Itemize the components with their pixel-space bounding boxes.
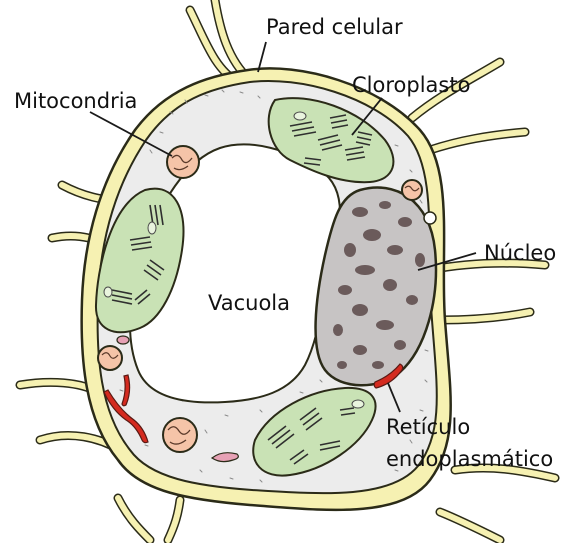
mitochondrion-bottom xyxy=(163,418,197,452)
label-chloroplast: Cloroplasto xyxy=(352,73,470,97)
mitochondrion-right xyxy=(402,180,422,200)
mitochondrion-left xyxy=(98,346,122,370)
label-mitochondria: Mitocondria xyxy=(14,89,137,113)
label-er-line2: endoplasmático xyxy=(386,447,553,471)
label-er-line1: Retículo xyxy=(386,415,470,439)
label-vacuole: Vacuola xyxy=(208,291,290,315)
mitochondrion-top xyxy=(167,146,199,178)
label-nucleus: Núcleo xyxy=(484,241,556,265)
label-cell-wall: Pared celular xyxy=(266,15,403,39)
vesicle-pink-left xyxy=(117,336,129,344)
vesicle-white xyxy=(424,212,436,224)
